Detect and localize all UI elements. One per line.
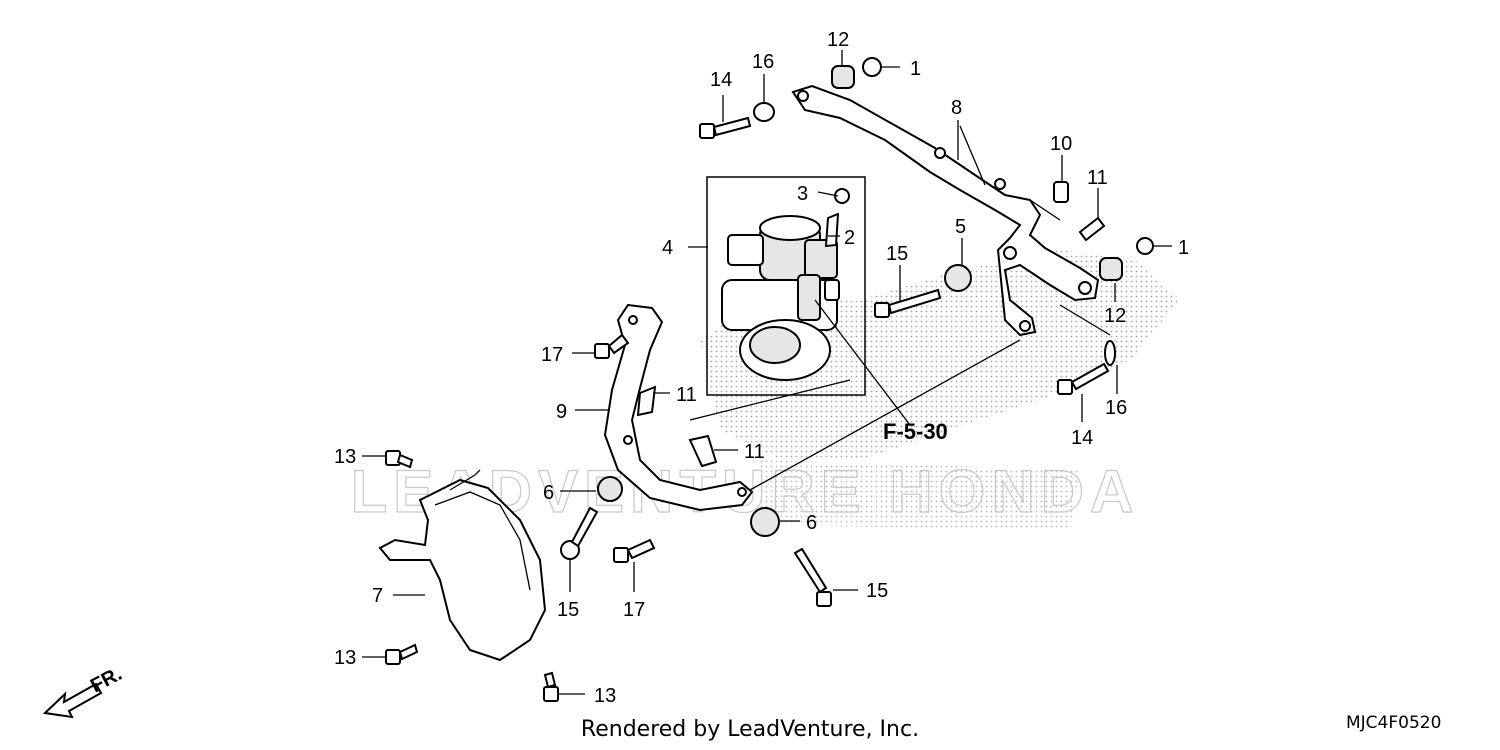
callout-1-upper: 1	[910, 58, 921, 80]
callout-7: 7	[372, 585, 383, 607]
callout-17-lower: 17	[623, 599, 645, 621]
reference-label: F-5-30	[883, 419, 948, 444]
callout-12-upper: 12	[827, 29, 849, 51]
callout-11-right: 11	[1087, 167, 1108, 189]
lower-bracket	[603, 303, 754, 512]
callout-12-right: 12	[1104, 305, 1126, 327]
actuator-assembly	[721, 215, 840, 381]
callout-10: 10	[1050, 133, 1072, 155]
callout-6-left: 6	[543, 482, 554, 504]
callout-11-middle: 11	[744, 441, 765, 463]
callout-13-mid: 13	[334, 647, 356, 669]
callout-13-bottom: 13	[594, 685, 616, 707]
front-direction-indicator: FR.	[42, 663, 126, 719]
callout-17-upper: 17	[541, 344, 563, 366]
callout-2: 2	[844, 227, 855, 249]
callout-16-upper: 16	[752, 51, 774, 73]
upper-stay	[791, 84, 1100, 337]
callouts: 1 1 2 3 4 5 6 6 7 8 9 10 11 11 11 12 12 …	[334, 29, 1189, 707]
diagram-code: MJC4F0520	[1346, 713, 1442, 733]
callout-1-right: 1	[1178, 237, 1189, 259]
callout-9: 9	[556, 401, 567, 423]
callout-13-top: 13	[334, 446, 356, 468]
callout-4: 4	[662, 237, 673, 259]
heat-guard	[378, 469, 547, 662]
callout-15-left: 15	[557, 599, 579, 621]
render-credit: Rendered by LeadVenture, Inc.	[580, 717, 920, 742]
callout-15-lower: 15	[866, 580, 888, 602]
callout-6-right: 6	[806, 512, 817, 534]
bolts	[385, 57, 1154, 702]
callout-5: 5	[955, 216, 966, 238]
front-arrow-icon	[42, 682, 103, 719]
assembly-box	[706, 176, 866, 396]
callout-15-mid: 15	[886, 243, 908, 265]
callout-8: 8	[951, 97, 962, 119]
callout-14-right: 14	[1071, 427, 1093, 449]
callout-14-upper: 14	[710, 69, 732, 91]
callout-3: 3	[797, 183, 808, 205]
callout-11-upper-left: 11	[676, 384, 697, 406]
leader-lines	[362, 50, 1172, 695]
callout-16-right: 16	[1105, 397, 1127, 419]
